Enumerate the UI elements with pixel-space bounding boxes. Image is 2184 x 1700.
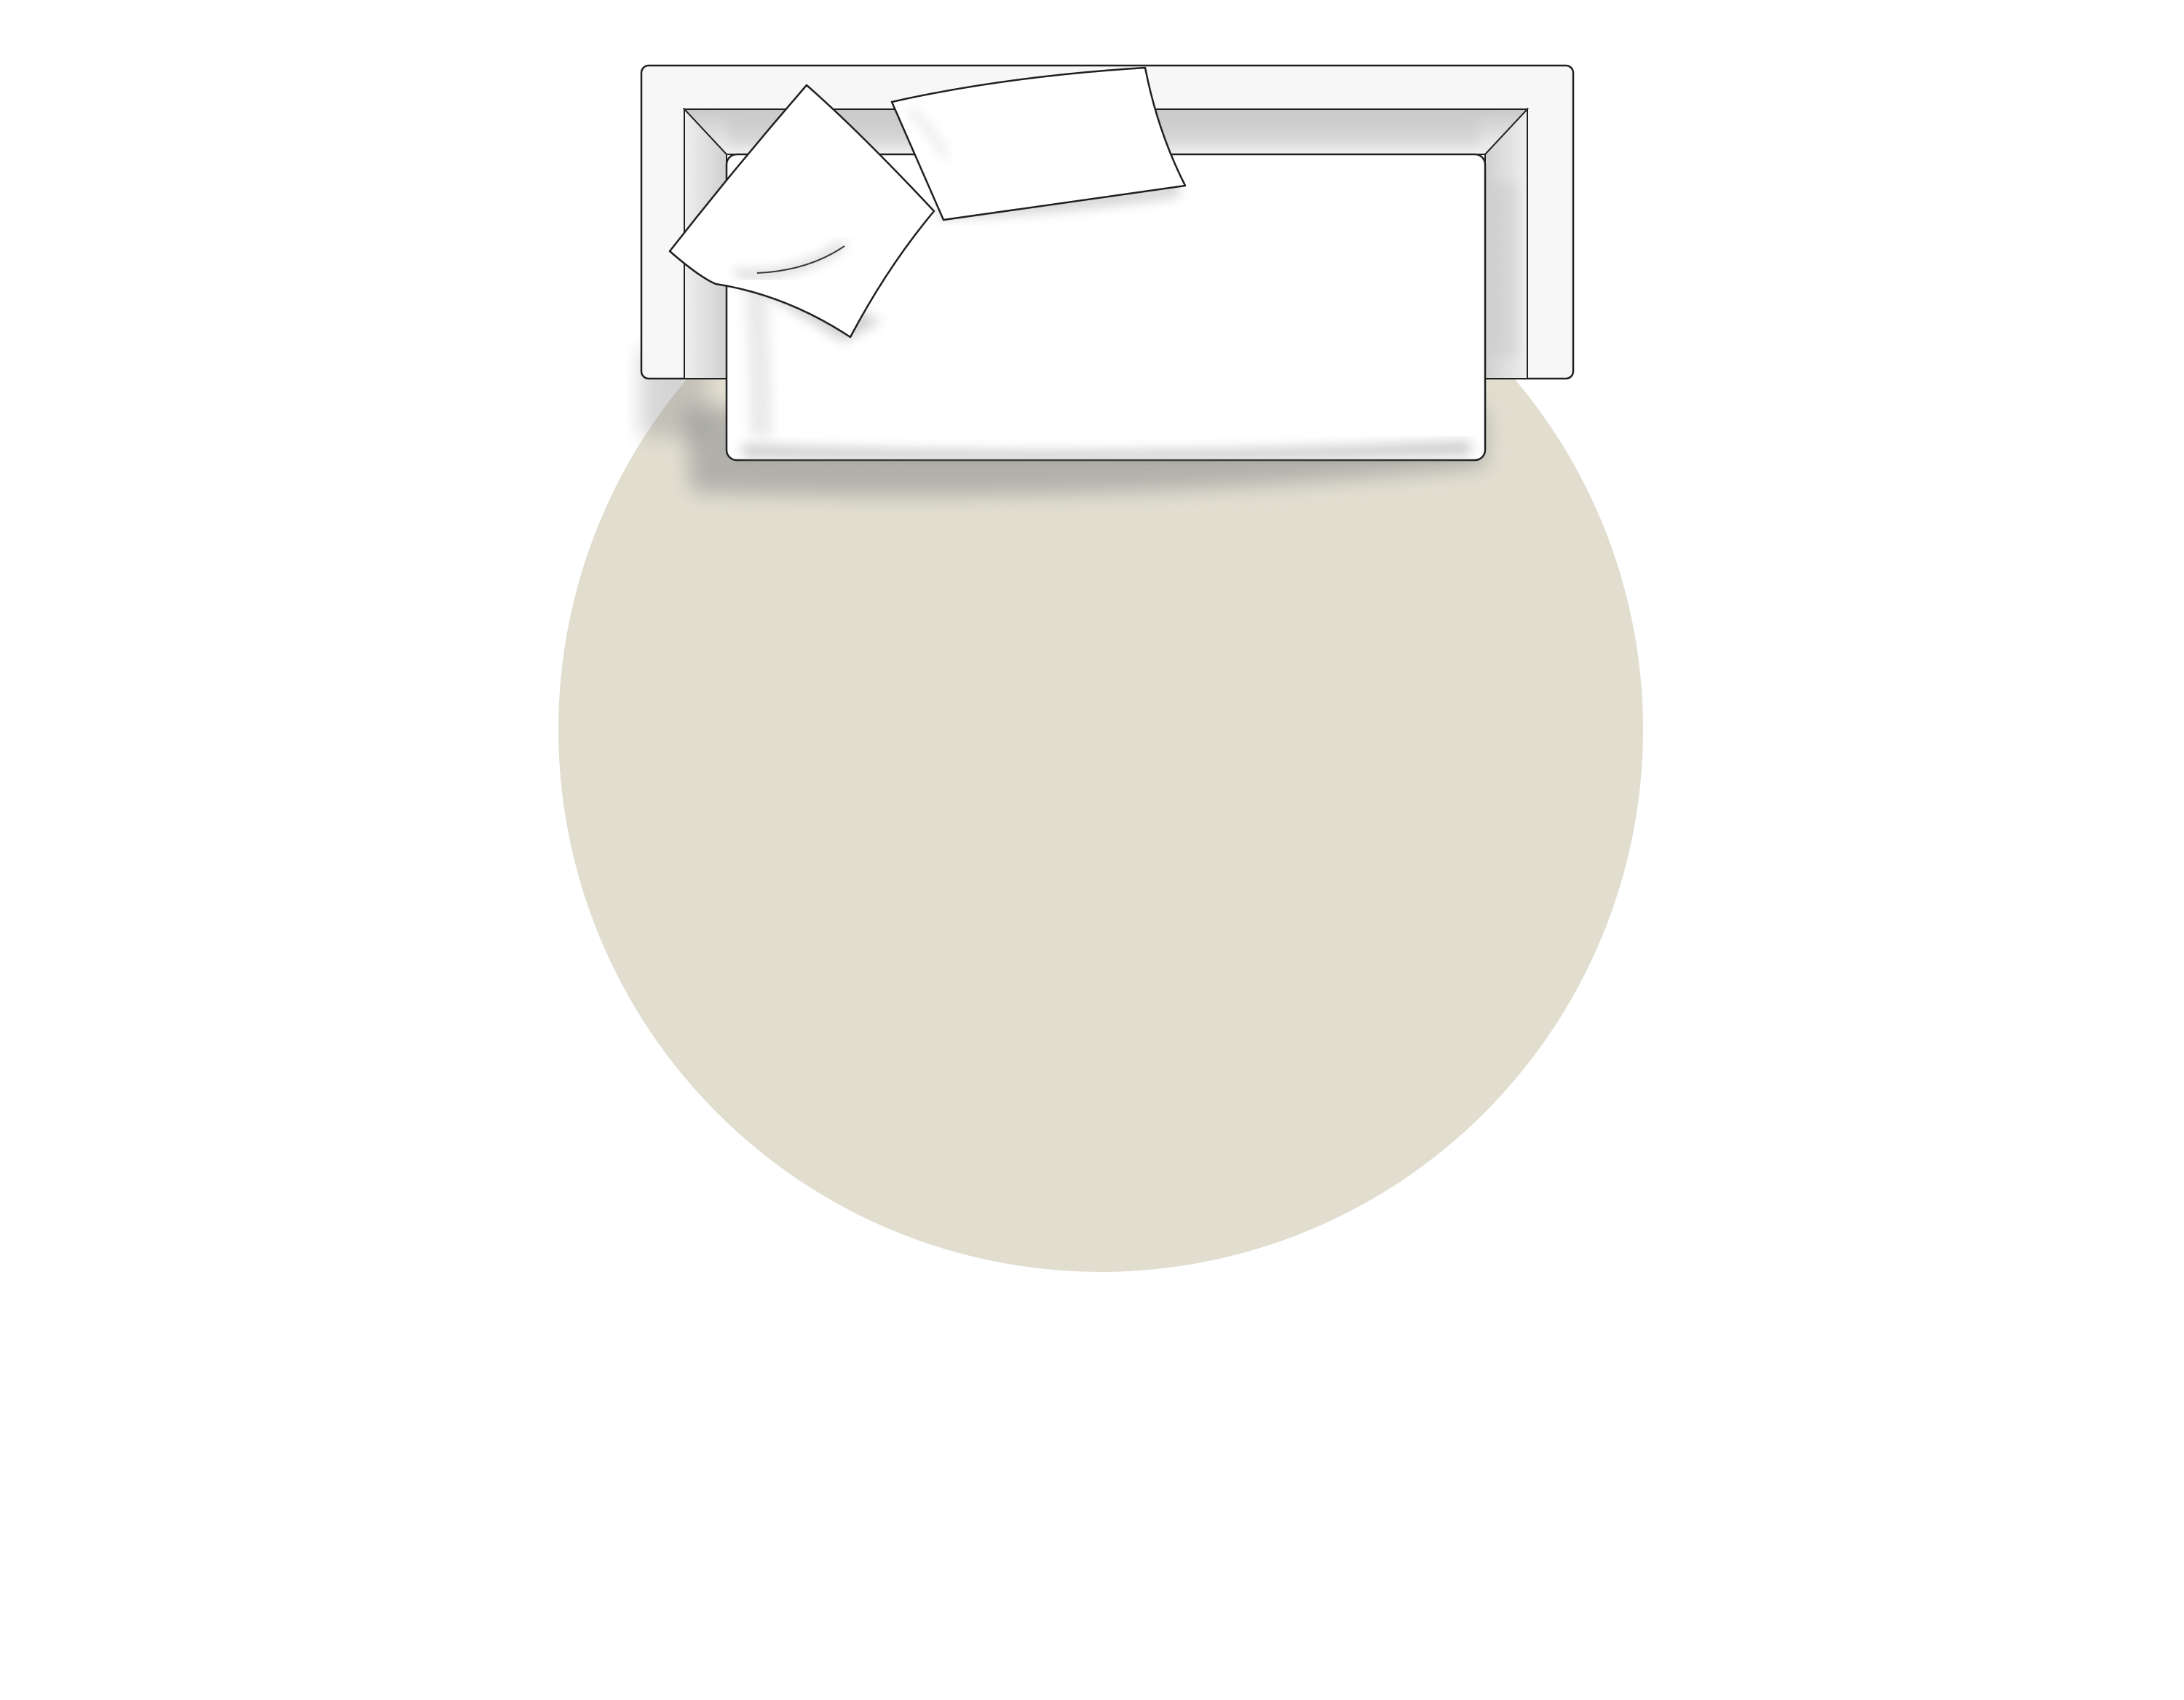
sofa-arm-shading bbox=[1489, 182, 1518, 357]
pillow-left bbox=[668, 84, 935, 342]
pillow-right-body bbox=[890, 66, 1187, 221]
pillow-left-crease-line bbox=[756, 245, 845, 274]
seat-front-shading bbox=[743, 440, 1471, 462]
pillow-right-fold bbox=[908, 107, 949, 158]
sofa bbox=[640, 64, 1575, 496]
pillow-right bbox=[890, 66, 1187, 221]
